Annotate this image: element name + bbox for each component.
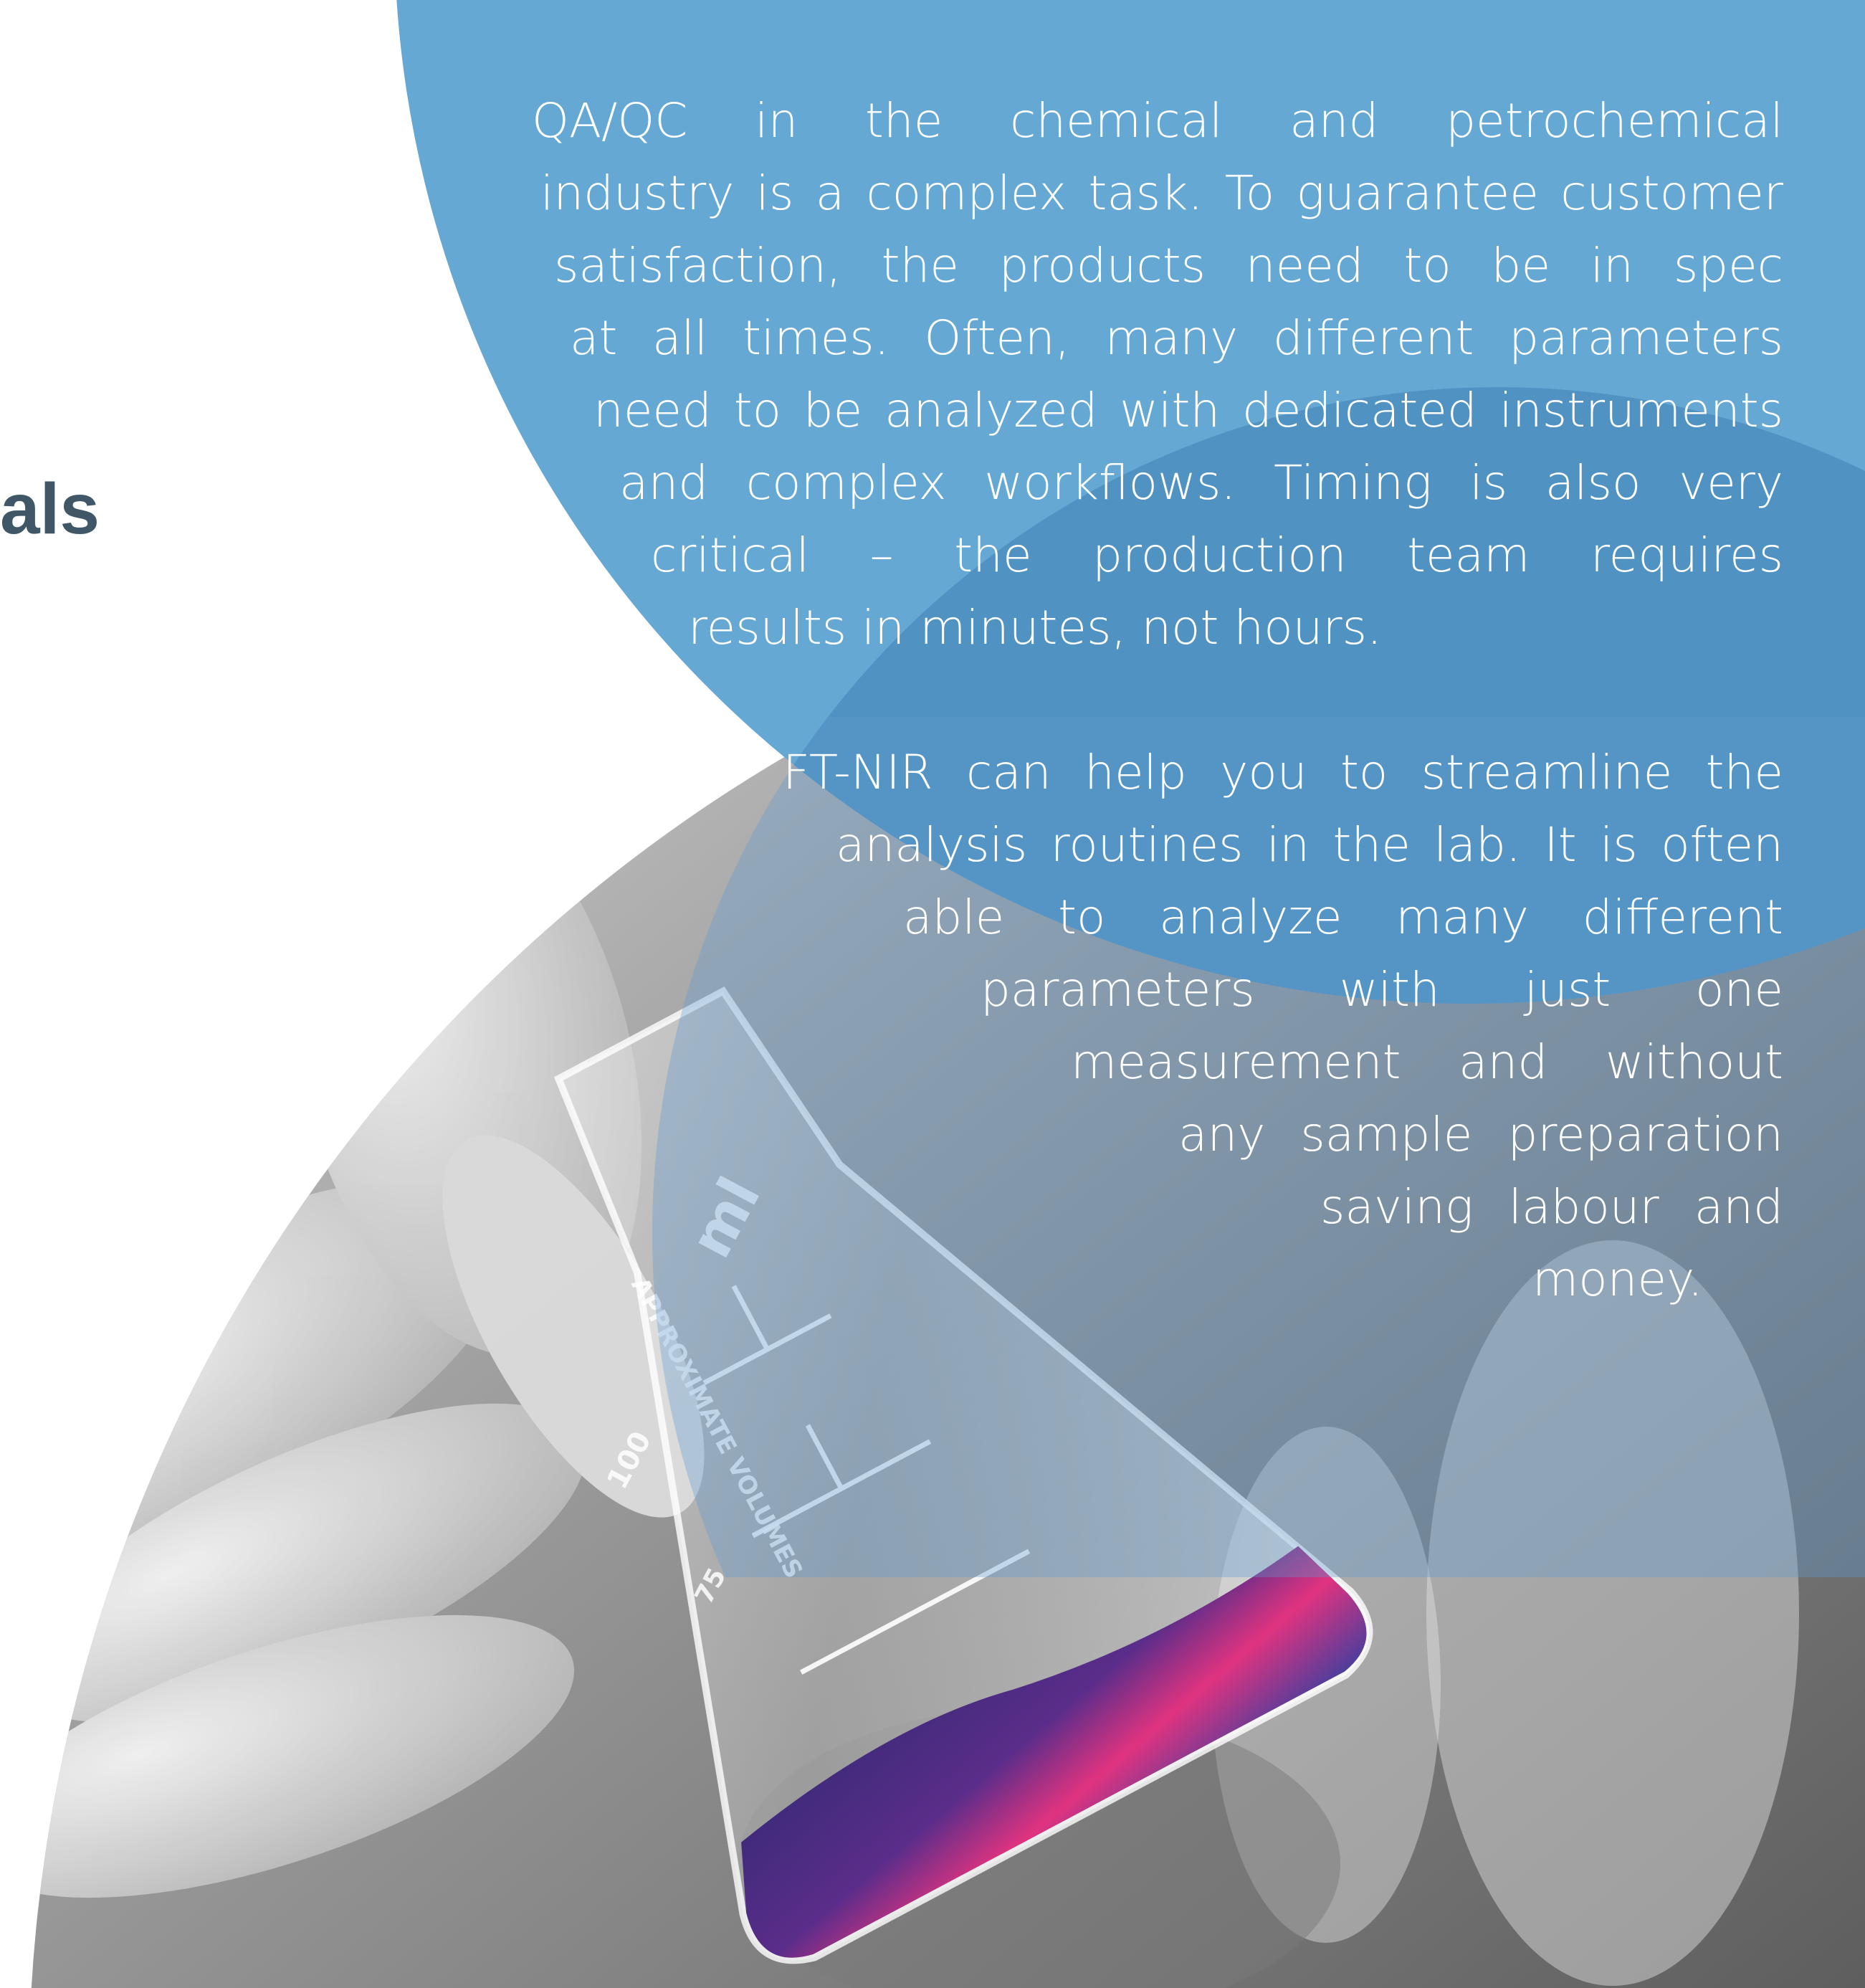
ftnir-paragraph: FT-NIR can help you to streamline the ana… <box>783 736 1783 1316</box>
paragraph-line: money. <box>1532 1252 1703 1307</box>
paragraph-line: at all times. Often, many different para… <box>570 310 1783 366</box>
paragraph-line: any sample preparation <box>1178 1107 1783 1162</box>
paragraph-line: saving labour and <box>1320 1179 1783 1235</box>
paragraph-line: industry is a complex task. To guarantee… <box>540 166 1783 221</box>
paragraph-line: able to analyze many different <box>903 890 1783 945</box>
paragraph-line: need to be analyzed with dedicated instr… <box>593 383 1783 438</box>
paragraph-line: parameters with just one <box>981 962 1783 1017</box>
page-heading-fragment: als <box>0 469 100 549</box>
paragraph-line: satisfaction, the products need to be in… <box>554 238 1783 293</box>
paragraph-line: QA/QC in the chemical and petrochemical <box>532 93 1783 148</box>
paragraph-line: results in minutes, not hours. <box>688 600 1382 655</box>
paragraph-line: FT-NIR can help you to streamline the <box>783 745 1783 800</box>
paragraph-line: measurement and without <box>1071 1035 1783 1090</box>
flask <box>553 986 1373 1964</box>
paragraph-line: and complex workflows. Timing is also ve… <box>619 455 1783 510</box>
intro-paragraph: QA/QC in the chemical and petrochemical i… <box>532 85 1783 664</box>
paragraph-line: analysis routines in the lab. It is ofte… <box>836 817 1783 872</box>
paragraph-line: critical – the production team requires <box>651 528 1783 583</box>
